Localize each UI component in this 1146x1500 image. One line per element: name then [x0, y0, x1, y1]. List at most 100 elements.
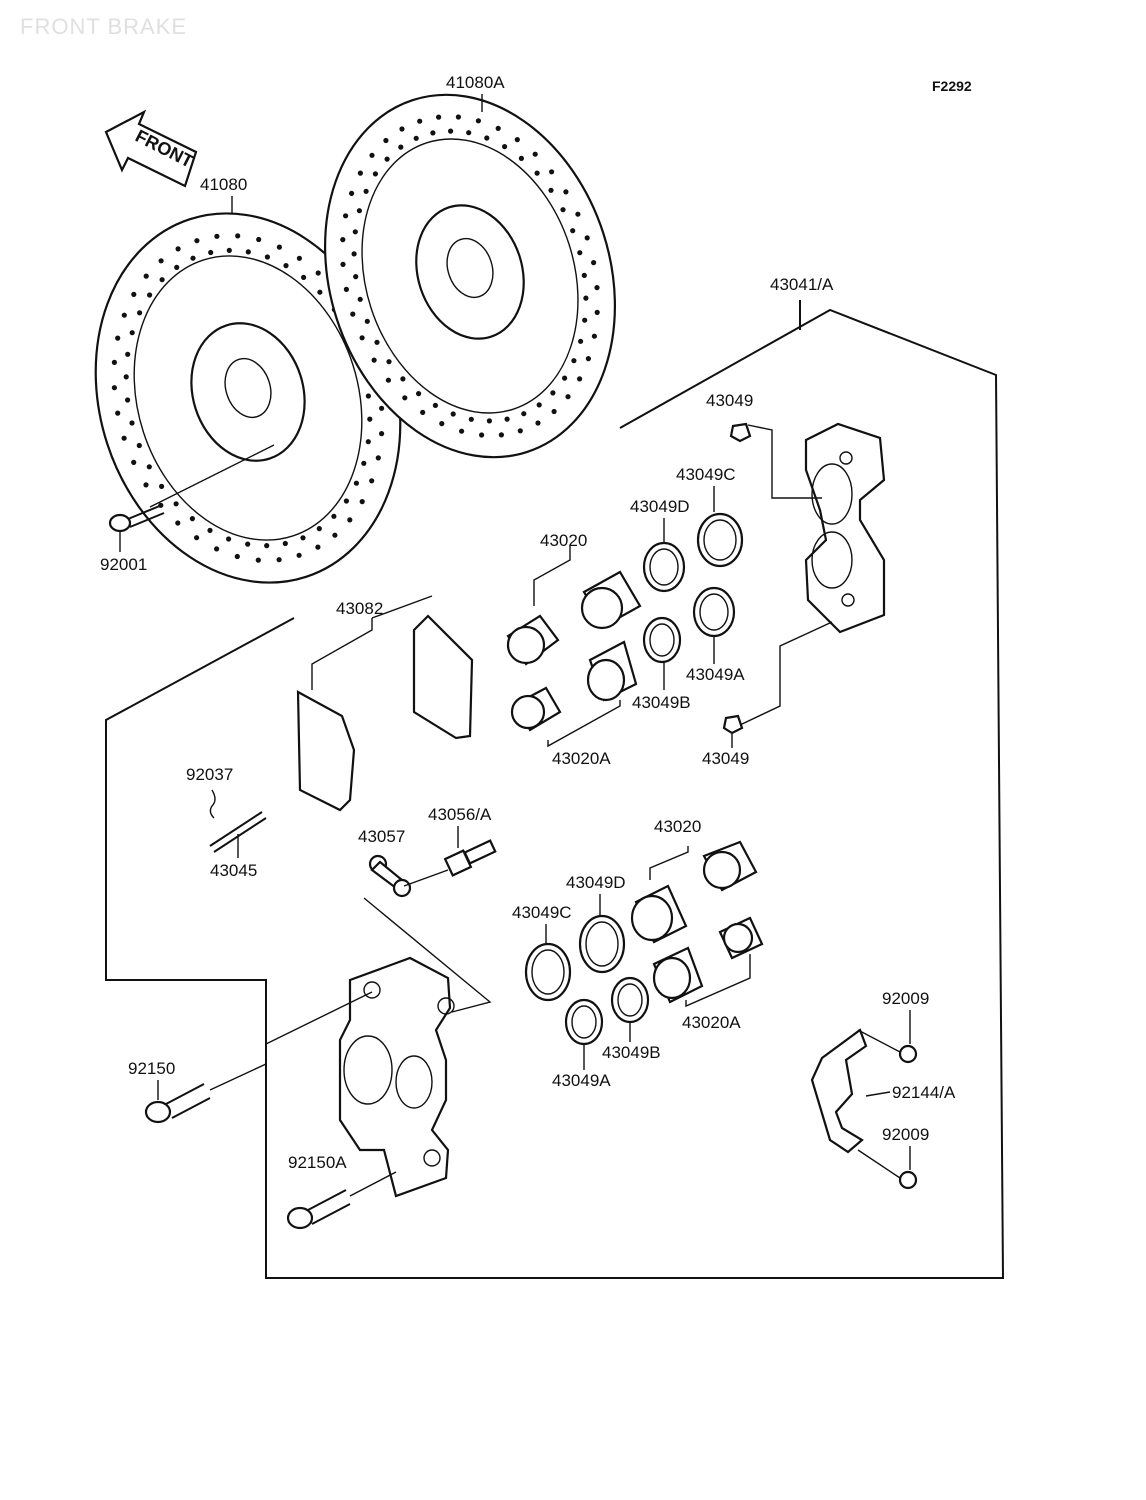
vent-hole: [571, 358, 577, 364]
vent-hole: [459, 428, 465, 434]
label-43020A-top: 43020A: [552, 749, 611, 768]
label-43041A: 43041/A: [770, 275, 834, 294]
vent-hole: [548, 187, 554, 193]
vent-hole: [369, 152, 375, 158]
vent-hole: [159, 483, 165, 489]
vent-hole: [582, 317, 588, 323]
vent-hole: [372, 171, 378, 177]
vent-hole: [332, 532, 338, 538]
vent-hole: [137, 310, 143, 316]
vent-hole: [174, 264, 180, 270]
caliper-bolt: [144, 1063, 267, 1124]
vent-hole: [367, 416, 373, 422]
vent-hole: [264, 254, 270, 260]
vent-hole: [158, 258, 164, 264]
vent-hole: [363, 188, 369, 194]
vent-hole: [535, 420, 541, 426]
vent-hole: [369, 478, 375, 484]
bleeder-bracket: [368, 854, 412, 898]
vent-hole: [468, 416, 474, 422]
vent-hole: [514, 137, 520, 143]
label-92001: 92001: [100, 555, 147, 574]
vent-hole: [365, 393, 371, 399]
vent-hole: [402, 395, 408, 401]
bleeder-cap-top: [729, 422, 752, 443]
vent-hole: [194, 238, 200, 244]
vent-hole: [448, 128, 454, 134]
vent-hole: [131, 459, 137, 465]
caliper-assembly-outline: [105, 308, 1005, 1279]
vent-hole: [379, 431, 385, 437]
vent-hole: [532, 151, 538, 157]
vent-hole: [484, 135, 490, 141]
label-92037: 92037: [186, 765, 233, 784]
vent-hole: [159, 277, 165, 283]
vent-hole: [214, 546, 220, 552]
vent-hole: [365, 439, 371, 445]
piston-lower: [630, 840, 758, 944]
vent-hole: [575, 211, 581, 217]
vent-hole: [357, 170, 363, 176]
vent-hole: [175, 246, 181, 252]
label-43049D-bottom: 43049D: [566, 873, 626, 892]
vent-hole: [315, 544, 321, 550]
vent-hole: [331, 513, 337, 519]
vent-hole: [486, 418, 492, 424]
vent-hole: [563, 189, 569, 195]
vent-hole: [300, 535, 306, 541]
label-43049D-top: 43049D: [630, 497, 690, 516]
vent-hole: [565, 394, 571, 400]
vent-hole: [417, 118, 423, 124]
label-43049B-bottom: 43049B: [602, 1043, 661, 1062]
vent-hole: [343, 286, 349, 292]
vent-hole: [594, 309, 600, 315]
vent-hole: [591, 333, 598, 339]
vent-hole: [455, 114, 461, 120]
label-43057: 43057: [358, 827, 405, 846]
brake-disc-right: [323, 93, 617, 459]
vent-hole: [129, 330, 135, 336]
label-43056A: 43056/A: [428, 805, 492, 824]
label-43045: 43045: [210, 861, 257, 880]
bleeder-cap-bottom: [722, 714, 744, 735]
vent-hole: [430, 130, 436, 136]
label-43082: 43082: [336, 599, 383, 618]
vent-hole: [256, 236, 262, 243]
caliper-bolt-a: [286, 1171, 397, 1230]
vent-hole: [343, 213, 349, 219]
pad-clip: [209, 789, 216, 819]
vent-hole: [347, 517, 353, 523]
brake-disc-left: [94, 212, 402, 584]
vent-hole: [578, 338, 584, 344]
vent-hole: [374, 339, 380, 345]
vent-hole: [432, 402, 438, 408]
label-43049C-bottom: 43049C: [512, 903, 572, 922]
cover-screw-top: [898, 1044, 918, 1064]
caliper-half-lower: [338, 956, 455, 1198]
vent-hole: [349, 190, 355, 196]
vent-hole: [276, 557, 282, 563]
vent-hole: [413, 135, 419, 141]
label-43049-top: 43049: [706, 391, 753, 410]
vent-hole: [502, 144, 508, 150]
vent-hole: [351, 251, 357, 257]
vent-hole: [585, 356, 592, 362]
vent-hole: [577, 376, 583, 382]
vent-hole: [386, 359, 392, 365]
vent-hole: [125, 351, 131, 357]
label-41080A: 41080A: [446, 73, 505, 92]
vent-hole: [521, 411, 527, 417]
vent-hole: [420, 409, 426, 415]
label-43049-bottom: 43049: [702, 749, 749, 768]
vent-hole: [129, 420, 135, 426]
vent-hole: [385, 377, 391, 383]
vent-hole: [383, 137, 389, 144]
watermark: FRONT BRAKE: [20, 14, 188, 39]
vent-hole: [450, 411, 456, 417]
front-arrow-icon: FRONT: [104, 109, 198, 188]
vent-hole: [136, 442, 142, 449]
vent-hole: [518, 155, 525, 161]
vent-hole: [143, 482, 149, 488]
vent-hole: [581, 272, 587, 278]
